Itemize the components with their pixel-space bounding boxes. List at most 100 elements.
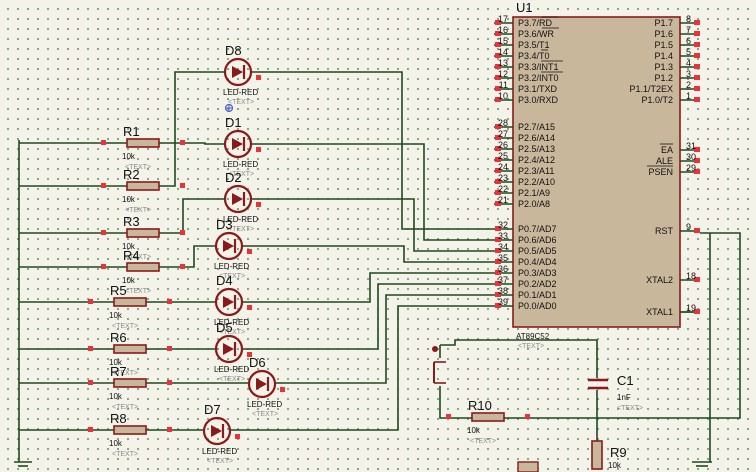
resistor-value: 10k <box>608 461 622 470</box>
mcu-pin-name: EA <box>661 145 673 155</box>
led-ref: D3 <box>216 217 233 232</box>
mcu-pin-name: P0.4/AD4 <box>518 257 557 267</box>
mcu-pin-name: P0.3/AD3 <box>518 268 557 278</box>
mcu-pin-8[interactable]: 8P1.7 <box>654 14 700 28</box>
led-value: LED-RED <box>214 365 249 374</box>
mcu-pin-number: 28 <box>498 118 508 128</box>
mcu-part: AT89C52 <box>516 332 550 341</box>
mcu-pin-3[interactable]: 3P1.2 <box>654 69 700 83</box>
resistor-ref: R8 <box>110 411 127 426</box>
mcu-pin-name: P2.7/A15 <box>518 122 555 132</box>
mcu-pin-number: 3 <box>686 69 691 79</box>
mcu-pin-number: 33 <box>498 231 508 241</box>
capacitor-c1[interactable]: C1 1nF <TEXT> <box>588 373 643 412</box>
led-value: LED-RED <box>223 160 258 169</box>
mcu-pin-number: 32 <box>498 220 508 230</box>
led-ref: D2 <box>225 170 242 185</box>
mcu-pin-28[interactable]: 28 P2.7/A15 <box>494 118 555 132</box>
mcu-pin-number: 39 <box>498 297 508 307</box>
resistor-body <box>113 425 147 435</box>
capacitor-placeholder: <TEXT> <box>617 405 643 412</box>
resistor-placeholder: <TEXT> <box>125 288 151 295</box>
led-body <box>214 231 244 261</box>
led-ref: D4 <box>216 273 233 288</box>
mcu-pin-4[interactable]: 4P1.3 <box>654 58 700 72</box>
mcu-pin-1[interactable]: 1P1.0/T2 <box>641 91 700 105</box>
mcu-pin-name: P3.1/TXD <box>518 84 558 94</box>
mcu-pin-2[interactable]: 2P1.1/T2EX <box>629 80 700 94</box>
reset-button[interactable] <box>432 345 446 398</box>
mcu-pin-number: 21 <box>498 195 508 205</box>
diode-triangle-icon <box>256 378 267 390</box>
diode-triangle-icon <box>211 425 222 437</box>
mcu-pin-32[interactable]: 32 P0.7/AD7 <box>494 220 557 234</box>
resistor-ref: R5 <box>110 283 127 298</box>
mcu-pin-name: P0.7/AD7 <box>518 224 557 234</box>
mcu-pin-7[interactable]: 7P1.6 <box>654 25 700 39</box>
mcu-pin-name: PSEN <box>648 167 673 177</box>
mcu-pin-number: 25 <box>498 151 508 161</box>
wire <box>504 232 741 419</box>
led-pin-marker <box>256 75 261 80</box>
mcu-pin-5[interactable]: 5P1.4 <box>654 47 700 61</box>
led-value: LED-RED <box>214 262 249 271</box>
mcu-pin-6[interactable]: 6P1.5 <box>654 36 700 50</box>
resistor-value: 10k <box>122 242 136 251</box>
led-placeholder: <TEXT> <box>228 171 254 178</box>
diode-triangle-icon <box>232 66 243 78</box>
led-placeholder: <TEXT> <box>219 273 245 280</box>
mcu-pin-name: P2.5/A13 <box>518 144 555 154</box>
wire <box>440 339 598 378</box>
resistor-value: 10k <box>467 426 481 435</box>
